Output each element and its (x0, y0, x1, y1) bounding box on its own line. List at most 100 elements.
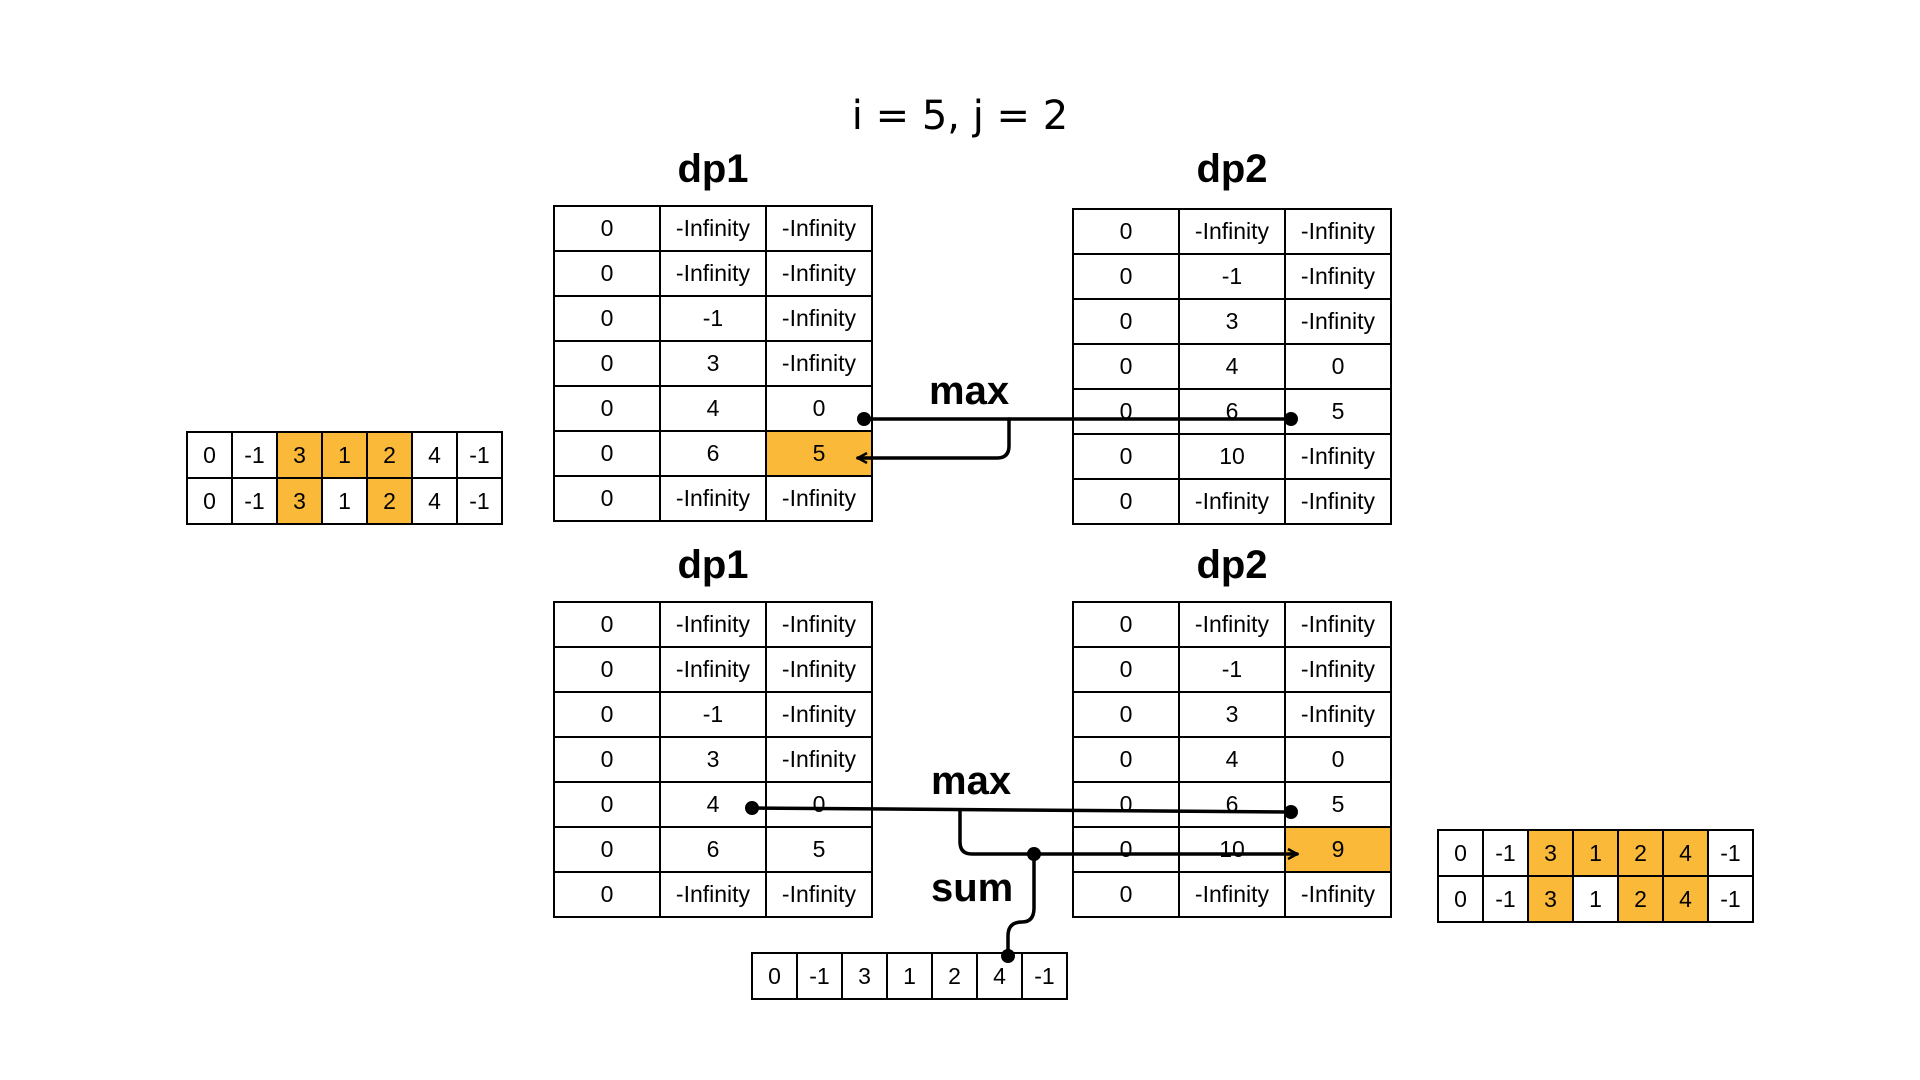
table-cell: 0 (751, 952, 798, 1000)
table-cell: -Infinity (765, 295, 873, 342)
table-cell: 1 (1572, 829, 1619, 877)
table-row: 0-Infinity-Infinity (553, 205, 873, 252)
table-cell: 6 (1178, 781, 1286, 828)
table-cell: -1 (1021, 952, 1068, 1000)
table-cell: -1 (231, 431, 278, 479)
table-cell: 3 (1178, 691, 1286, 738)
table-cell: -Infinity (1284, 601, 1392, 648)
table-row: 0-Infinity-Infinity (553, 250, 873, 297)
table-cell: -Infinity (765, 475, 873, 522)
table-cell: -Infinity (1178, 601, 1286, 648)
table-cell: 0 (1072, 646, 1180, 693)
sum-label: sum (931, 866, 1014, 910)
table-cell: -Infinity (1178, 871, 1286, 918)
table-cell: 0 (1284, 736, 1392, 783)
table-cell: 0 (1284, 343, 1392, 390)
table-cell: 0 (1072, 691, 1180, 738)
table-cell: 0 (553, 871, 661, 918)
table-cell: -Infinity (1178, 478, 1286, 525)
table-cell: -Infinity (765, 646, 873, 693)
table-cell: 0 (1072, 208, 1180, 255)
table-cell: 2 (366, 431, 413, 479)
table-cell: -Infinity (1284, 208, 1392, 255)
table-cell: -Infinity (1284, 478, 1392, 525)
table-cell: -Infinity (1284, 298, 1392, 345)
table-cell: 0 (553, 385, 661, 432)
bottom-dp1-label: dp1 (677, 543, 749, 587)
table-cell: -Infinity (765, 691, 873, 738)
table-cell: 0 (186, 431, 233, 479)
page-title: i = 5, j = 2 (851, 93, 1069, 139)
table-row: 0-Infinity-Infinity (553, 475, 873, 522)
table-cell: 3 (276, 431, 323, 479)
table-cell: -Infinity (1284, 253, 1392, 300)
table-cell: 6 (659, 430, 767, 477)
table-cell: 0 (1072, 388, 1180, 435)
table-cell: 1 (1572, 875, 1619, 923)
table-cell: 2 (931, 952, 978, 1000)
table-cell: 1 (321, 431, 368, 479)
table-row: 0-1-Infinity (1072, 253, 1392, 300)
table-row: 0-Infinity-Infinity (553, 646, 873, 693)
table-cell: 0 (1072, 601, 1180, 648)
table-cell: 3 (1178, 298, 1286, 345)
table-cell: 3 (1527, 875, 1574, 923)
table-cell: 3 (276, 477, 323, 525)
table-cell: -Infinity (765, 250, 873, 297)
table-cell: -Infinity (1284, 433, 1392, 480)
table-cell: 2 (366, 477, 413, 525)
table-cell: -Infinity (659, 205, 767, 252)
table-cell: 4 (411, 477, 458, 525)
top-max-label: max (929, 369, 1010, 413)
table-cell: -Infinity (1284, 691, 1392, 738)
table-row: 0-Infinity-Infinity (1072, 871, 1392, 918)
bottom-dp2-label: dp2 (1196, 543, 1268, 587)
table-cell: -Infinity (765, 205, 873, 252)
table-cell: 0 (553, 295, 661, 342)
table-cell: 0 (765, 781, 873, 828)
table-cell: 4 (1662, 829, 1709, 877)
table-cell: -1 (456, 477, 503, 525)
table-row: 0-1-Infinity (553, 691, 873, 738)
table-cell: -Infinity (765, 871, 873, 918)
table-row: 0-Infinity-Infinity (1072, 478, 1392, 525)
table-cell: -Infinity (765, 736, 873, 783)
table-cell: 0 (553, 691, 661, 738)
table-cell: 0 (553, 205, 661, 252)
table-cell: 0 (765, 385, 873, 432)
table-cell: 4 (1178, 736, 1286, 783)
table-cell: 0 (186, 477, 233, 525)
table-cell: -Infinity (765, 601, 873, 648)
table-cell: 0 (553, 781, 661, 828)
table-cell: 2 (1617, 875, 1664, 923)
sum-junction-dot (1027, 847, 1041, 861)
table-cell: 10 (1178, 433, 1286, 480)
table-cell: -Infinity (659, 475, 767, 522)
table-cell: 6 (659, 826, 767, 873)
table-cell: 5 (1284, 388, 1392, 435)
table-cell: 3 (1527, 829, 1574, 877)
table-cell: 4 (411, 431, 458, 479)
table-cell: 0 (553, 646, 661, 693)
table-cell: 0 (553, 736, 661, 783)
table-cell: 4 (659, 385, 767, 432)
table-cell: -Infinity (659, 871, 767, 918)
table-cell: 3 (841, 952, 888, 1000)
table-cell: -1 (1707, 829, 1754, 877)
table-cell: 0 (1437, 829, 1484, 877)
